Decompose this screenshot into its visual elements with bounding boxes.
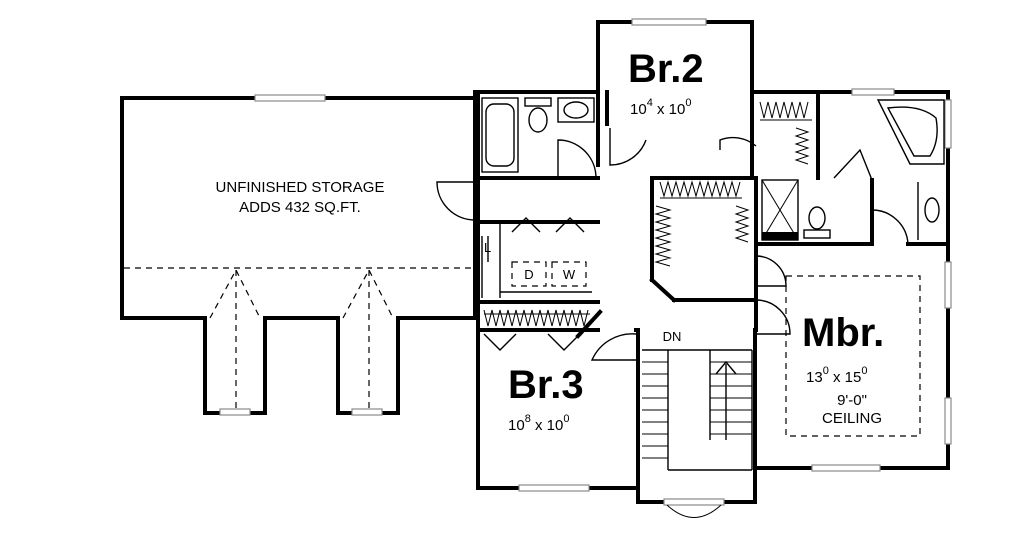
window-mbr-1 xyxy=(944,261,952,309)
mbr-ceiling-height: 9'-0" xyxy=(837,392,867,409)
storage-door-swing xyxy=(436,181,476,221)
hall-bath xyxy=(476,90,600,180)
washer-label: W xyxy=(563,267,576,282)
stairs-down-label: DN xyxy=(663,329,682,344)
window-stair xyxy=(663,498,725,506)
mbr-ceiling-label: CEILING xyxy=(822,410,882,427)
mbr-dimensions: 130 x 150 xyxy=(806,365,867,386)
dryer-label: D xyxy=(524,267,533,282)
window-br3 xyxy=(518,484,590,492)
laundry-area: L D W xyxy=(476,176,600,320)
window-br2 xyxy=(631,18,707,26)
master-suite-core xyxy=(649,90,950,303)
window-mbr-3 xyxy=(811,464,881,472)
storage-label-line2: ADDS 432 SQ.FT. xyxy=(239,199,361,216)
mbr-ceiling-outline xyxy=(785,275,921,437)
br3-dimensions: 108 x 100 xyxy=(508,413,569,434)
window-bath xyxy=(851,88,895,96)
exterior-walls xyxy=(473,18,952,518)
br2-door xyxy=(605,90,647,166)
br2-dimensions: 104 x 100 xyxy=(630,97,691,118)
bedroom-3: Br.3 108 x 100 xyxy=(476,309,637,434)
storage-area: UNFINISHED STORAGE ADDS 432 SQ.FT. xyxy=(120,94,477,416)
br2-name: Br.2 xyxy=(628,47,704,91)
bedroom-2: Br.2 104 x 100 xyxy=(628,47,704,118)
br3-name: Br.3 xyxy=(508,363,584,407)
window-tub xyxy=(944,99,952,149)
window-mbr-2 xyxy=(944,397,952,445)
stairwell: DN xyxy=(636,328,757,490)
mbr-name: Mbr. xyxy=(802,311,884,355)
storage-label-line1: UNFINISHED STORAGE xyxy=(216,179,385,196)
master-bedroom: Mbr. 130 x 150 9'-0" CEILING xyxy=(634,275,921,437)
